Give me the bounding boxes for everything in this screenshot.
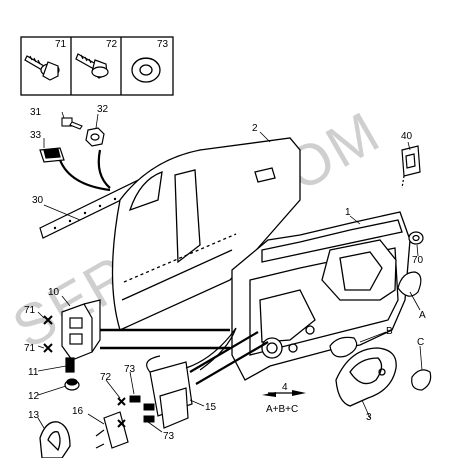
flange-bolt-icon [24, 55, 60, 81]
callout-a: A [419, 310, 426, 321]
door-shell-part [231, 211, 411, 381]
hinge-part [61, 299, 101, 361]
callout-70: 70 [412, 255, 424, 266]
cover-patch-a [397, 271, 422, 297]
callout-73-box: 73 [157, 39, 169, 50]
washer-icon [131, 57, 161, 83]
screw-x-mark-icon [117, 397, 126, 428]
door-outer-panel-part [111, 137, 301, 331]
fastener-guide-curve [58, 149, 111, 192]
callout-11: 11 [28, 367, 39, 378]
callout-33: 33 [30, 130, 42, 141]
cover-patch-b [329, 336, 358, 358]
callout-1: 1 [345, 207, 351, 218]
callout-71-hinge-upper: 71 [24, 305, 36, 316]
callout-4: 4 [282, 382, 288, 393]
assembly-label: A+B+C [266, 404, 298, 415]
callout-10: 10 [48, 287, 60, 298]
nut-icon [85, 127, 105, 147]
callout-12: 12 [28, 391, 40, 402]
check-strap-part [39, 421, 71, 458]
callout-73-lock-upper: 73 [124, 364, 136, 375]
callout-16: 16 [72, 406, 84, 417]
callout-71-hinge-lower: 71 [24, 343, 36, 354]
assembly-arrow-icon [262, 390, 306, 397]
bolt-x-mark-icon [43, 315, 53, 353]
cover-patch-c [411, 369, 432, 391]
hinge-pin-icon [65, 357, 75, 373]
bushing-icon [64, 378, 80, 391]
striker-bracket-part [401, 145, 421, 189]
bracket-part [95, 411, 129, 449]
callout-31: 31 [30, 107, 42, 118]
leader-line [189, 331, 259, 373]
callout-c: C [417, 337, 424, 348]
callout-40: 40 [401, 131, 413, 142]
callout-3: 3 [366, 412, 372, 423]
leader-line [195, 341, 269, 385]
callout-72-lock: 72 [100, 372, 112, 383]
callout-73-lock-lower: 73 [163, 431, 175, 442]
lock-mechanism-part [146, 327, 237, 429]
callout-15: 15 [205, 402, 217, 413]
fastener-legend-box [20, 36, 174, 96]
screw-icon [61, 117, 83, 130]
callout-32: 32 [97, 104, 109, 115]
callout-71-box: 71 [55, 39, 67, 50]
callout-13: 13 [28, 410, 40, 421]
inner-trim-panel-part [335, 347, 397, 407]
grommet-icon [408, 231, 424, 245]
callout-b: B [386, 326, 393, 337]
callout-leaders [37, 111, 423, 433]
screw-icon [75, 53, 109, 79]
lock-springs-icon [129, 395, 155, 423]
callout-2: 2 [252, 123, 258, 134]
callout-30: 30 [32, 195, 44, 206]
clip-icon [39, 147, 65, 163]
callout-72-box: 72 [106, 39, 118, 50]
